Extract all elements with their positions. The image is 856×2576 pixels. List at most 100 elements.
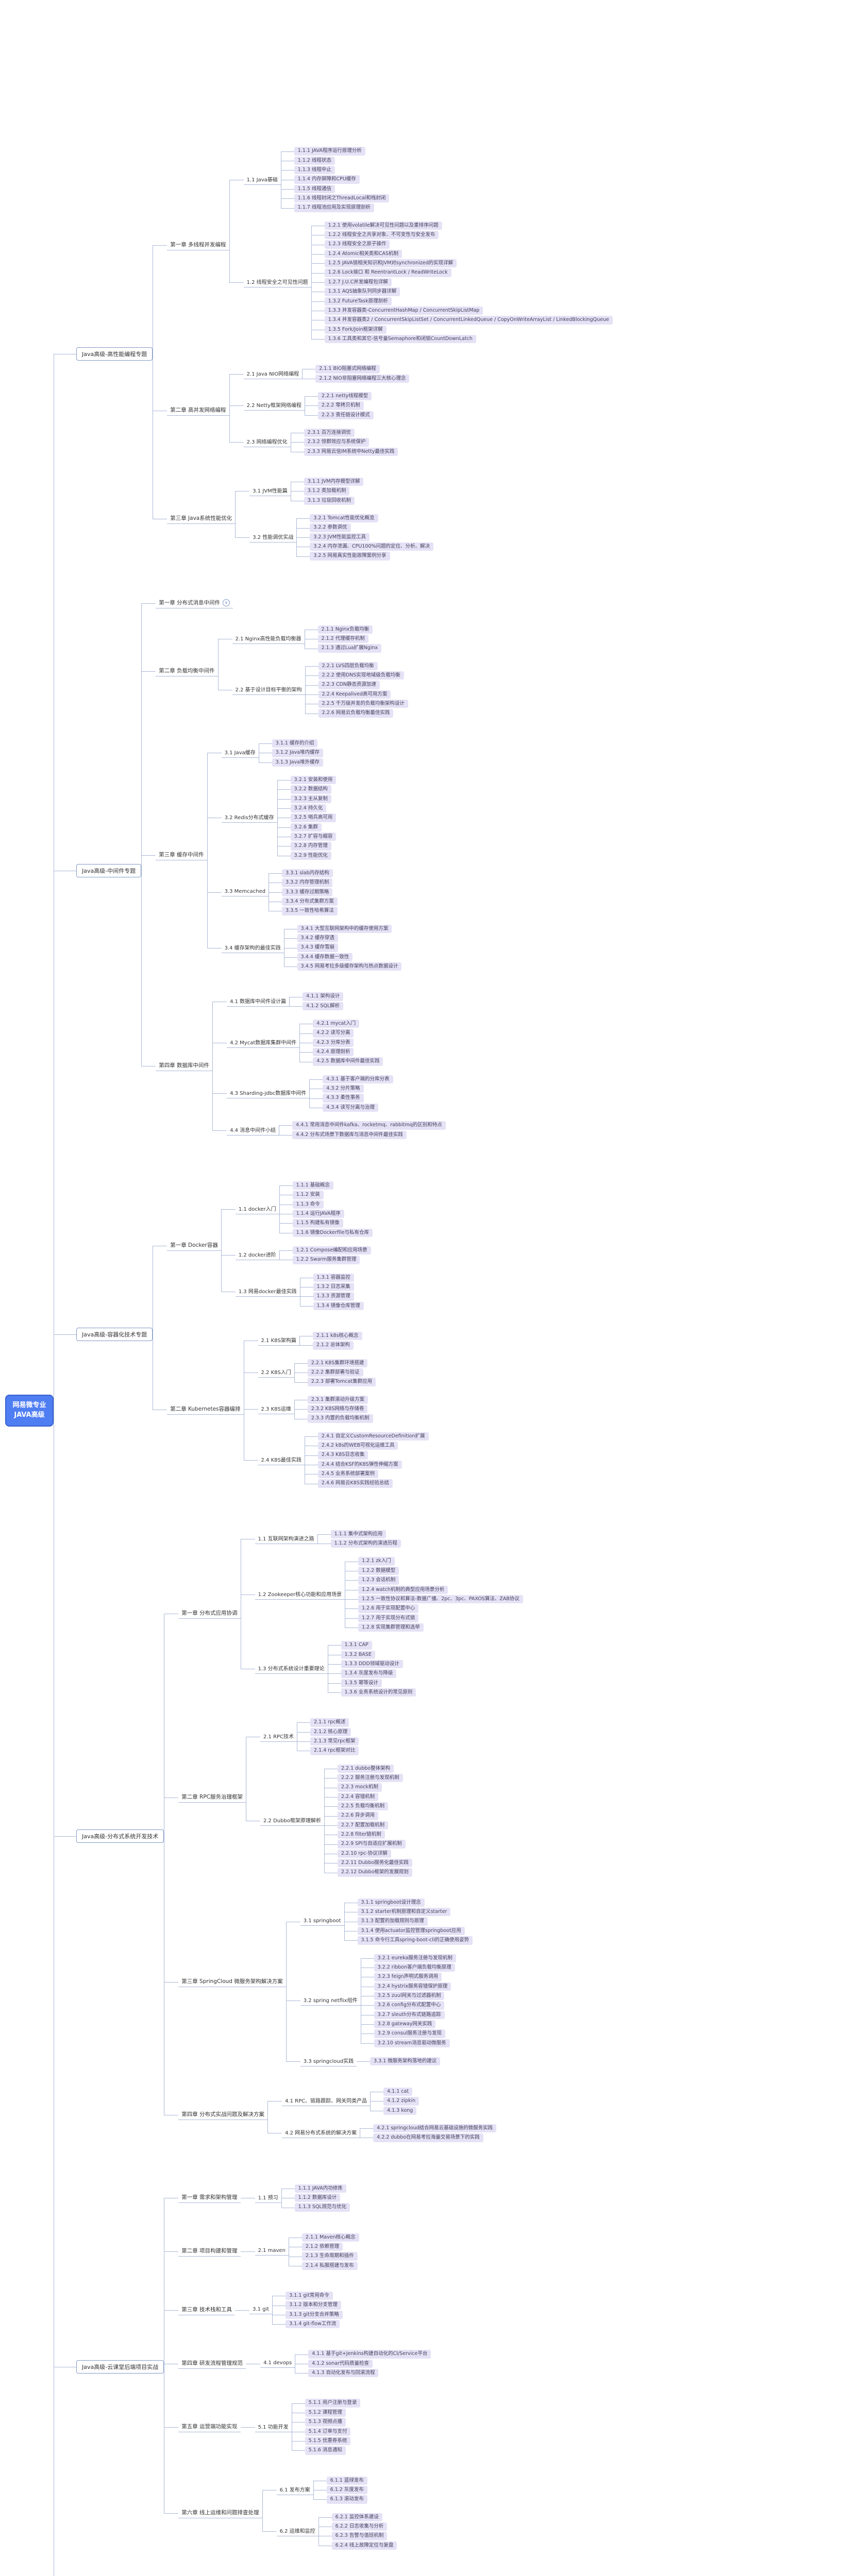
sub-topic[interactable]: 2.1 K8S架构篇 <box>258 1335 299 1346</box>
leaf-topic[interactable]: 2.2.10 rpc-协议详解 <box>337 1849 391 1858</box>
sub-topic[interactable]: 第四章 研发流程管理规范 <box>178 2359 246 2369</box>
branch-topic[interactable]: Java高级-中间件专题 <box>76 864 142 878</box>
leaf-topic[interactable]: 3.2.6 config分布式配置中心 <box>374 2001 445 2010</box>
leaf-topic[interactable]: 3.1.3 垃圾回收机制 <box>304 496 355 505</box>
sub-topic[interactable]: 1.1 docker入门 <box>235 1204 279 1214</box>
sub-topic[interactable]: 2.2 Netty框架网络编程 <box>243 400 305 411</box>
leaf-topic[interactable]: 1.1.6 线程封闭之ThreadLocal和栈封闭 <box>294 194 390 203</box>
sub-topic[interactable]: 第五章 运营端功能实现 <box>178 2422 241 2432</box>
leaf-topic[interactable]: 3.3.5 一致性哈希算法 <box>282 907 338 916</box>
leaf-topic[interactable]: 6.1.2 灰度发布 <box>326 2485 367 2495</box>
leaf-topic[interactable]: 1.1.1 集中式架构应用 <box>330 1530 387 1539</box>
leaf-topic[interactable]: 3.4.5 网易考拉多级缓存架构与热点数据设计 <box>297 962 402 971</box>
sub-topic[interactable]: 2.2 基于设计目标平衡的架构 <box>232 685 305 695</box>
leaf-topic[interactable]: 2.2.3 mock机制 <box>337 1783 382 1792</box>
leaf-topic[interactable]: 3.4.3 缓存雪崩 <box>297 943 338 952</box>
leaf-topic[interactable]: 1.2.7 J.U.C并发编程包详解 <box>324 278 392 287</box>
leaf-topic[interactable]: 2.4.3 K8S日志收集 <box>317 1451 368 1460</box>
leaf-topic[interactable]: 2.1.3 通过Lua扩展Nginx <box>317 644 382 653</box>
leaf-topic[interactable]: 2.2.11 Dubbo服务化最佳实践 <box>337 1859 412 1868</box>
leaf-topic[interactable]: 4.4.2 分布式场景下数据库与消息中间件最佳实践 <box>292 1130 407 1139</box>
leaf-topic[interactable]: 3.2.2 数据结构 <box>290 785 331 794</box>
leaf-topic[interactable]: 1.2.5 JAVA锁相关知识和JVM对synchronized的实现详解 <box>324 259 457 268</box>
sub-topic[interactable]: 3.2 spring netflix组件 <box>300 1995 361 2006</box>
leaf-topic[interactable]: 6.2.1 监控体系建设 <box>331 2513 382 2521</box>
sub-topic[interactable]: 4.1 数据库中间件设计篇 <box>227 996 290 1007</box>
leaf-topic[interactable]: 1.1.2 数据库设计 <box>294 2194 341 2202</box>
leaf-topic[interactable]: 1.1.2 安装 <box>292 1191 324 1199</box>
leaf-topic[interactable]: 3.1.3 配置的加载规则与原理 <box>357 1917 428 1926</box>
sub-topic[interactable]: 1.3 网易docker最佳实践 <box>235 1286 300 1297</box>
sub-topic[interactable]: 5.1 功能开发 <box>255 2422 292 2432</box>
leaf-topic[interactable]: 5.1.3 视频点播 <box>305 2418 346 2427</box>
leaf-topic[interactable]: 5.1.2 课程管理 <box>305 2408 346 2417</box>
leaf-topic[interactable]: 1.3.1 容器监控 <box>313 1273 354 1282</box>
leaf-topic[interactable]: 1.1.4 运行JAVA程序 <box>292 1209 344 1218</box>
leaf-topic[interactable]: 2.1.2 总体架构 <box>312 1341 354 1350</box>
leaf-topic[interactable]: 3.1.3 Java堆外缓存 <box>272 758 324 767</box>
leaf-topic[interactable]: 1.2.2 数据模型 <box>358 1566 399 1575</box>
leaf-topic[interactable]: 2.3.1 集群滚动升级方案 <box>307 1395 368 1404</box>
leaf-topic[interactable]: 1.2.5 一致性协议和算法-数据广播、2pc、3pc、PAXOS算法、ZAB协… <box>358 1595 523 1604</box>
leaf-topic[interactable]: 3.1.2 版本和分支管理 <box>286 2301 341 2310</box>
sub-topic[interactable]: 4.2 Mycat数据库集群中间件 <box>227 1038 300 1048</box>
leaf-topic[interactable]: 2.3.3 网易云信IM系统中Netty最佳实践 <box>304 447 398 456</box>
leaf-topic[interactable]: 1.3.2 FutureTask原理剖析 <box>324 297 392 306</box>
leaf-topic[interactable]: 4.3.4 读写分离与治理 <box>323 1103 378 1112</box>
sub-topic[interactable]: 3.3 springcloud实践 <box>300 2056 357 2066</box>
leaf-topic[interactable]: 3.2.3 feign声明式服务调用 <box>374 1973 442 1981</box>
sub-topic[interactable]: 3.4 缓存架构的最佳实践 <box>221 943 284 953</box>
leaf-topic[interactable]: 3.2.5 哨兵高可用 <box>290 814 337 822</box>
sub-topic[interactable]: 第二章 Kubernetes容器编排 <box>167 1404 244 1415</box>
leaf-topic[interactable]: 3.3.4 分布式集群方案 <box>282 897 338 906</box>
leaf-topic[interactable]: 3.2.1 eureka服务注册与发现机制 <box>374 1954 456 1962</box>
leaf-topic[interactable]: 1.2.4 Atomic相关类和CAS机制 <box>324 249 402 259</box>
leaf-topic[interactable]: 5.1.6 消息通知 <box>305 2446 346 2455</box>
leaf-topic[interactable]: 1.3.6 工具类和其它-信号量Semaphore和闭锁CountDownLat… <box>324 334 476 344</box>
leaf-topic[interactable]: 4.1.3 自动化发布与回滚流程 <box>308 2369 379 2378</box>
sub-topic[interactable]: 第二章 负载均衡中间件 <box>156 666 218 677</box>
leaf-topic[interactable]: 3.2.1 安装和使用 <box>290 775 337 785</box>
leaf-topic[interactable]: 3.2.5 网易真实性能故障案例分享 <box>310 552 390 561</box>
leaf-topic[interactable]: 5.1.4 订单与支付 <box>305 2427 351 2436</box>
leaf-topic[interactable]: 3.3.1 slab内存结构 <box>282 869 333 878</box>
leaf-topic[interactable]: 3.3.2 内存管理机制 <box>282 878 333 887</box>
leaf-topic[interactable]: 2.1.3 生命周期和插件 <box>301 2252 358 2261</box>
leaf-topic[interactable]: 1.1.4 内存屏障和CPU缓存 <box>294 175 360 184</box>
sub-topic[interactable]: 第三章 SpringCloud 微服务架构解决方案 <box>178 1977 286 1988</box>
sub-topic[interactable]: 第三章 技术栈和工具 <box>178 2305 236 2315</box>
leaf-topic[interactable]: 4.1.2 zipkin <box>383 2097 419 2106</box>
leaf-topic[interactable]: 1.2.2 Swarm服务集群管理 <box>292 1256 360 1264</box>
leaf-topic[interactable]: 6.2.2 日志收集与分析 <box>331 2522 388 2531</box>
sub-topic[interactable]: 4.3 Sharding-jdbc数据库中间件 <box>227 1088 310 1099</box>
leaf-topic[interactable]: 3.2.10 stream消息驱动微服务 <box>374 2039 450 2047</box>
leaf-topic[interactable]: 2.1.1 BIO阻塞式网络编程 <box>315 365 380 374</box>
leaf-topic[interactable]: 3.1.1 缓存的介绍 <box>272 739 318 748</box>
leaf-topic[interactable]: 1.3.4 并发容器类2 / ConcurrentSkipListSet / C… <box>324 316 613 325</box>
leaf-topic[interactable]: 1.3.6 业务系统设计的常见原则 <box>341 1688 416 1697</box>
sub-topic[interactable]: 第一章 多线程并发编程 <box>167 240 229 250</box>
leaf-topic[interactable]: 1.2.3 会话机制 <box>358 1576 399 1585</box>
leaf-topic[interactable]: 2.2.4 Keepalived高可用方案 <box>318 690 391 699</box>
sub-topic[interactable]: 1.1 互联网架构演进之路 <box>255 1534 317 1545</box>
sub-topic[interactable]: 2.1 maven <box>255 2247 289 2256</box>
leaf-topic[interactable]: 2.2.3 部署Tomcat集群应用 <box>307 1378 376 1386</box>
leaf-topic[interactable]: 3.2.9 性能优化 <box>290 851 331 860</box>
sub-topic[interactable]: 第一章 分布式应用协调 <box>178 1608 241 1619</box>
leaf-topic[interactable]: 2.2.5 负载均衡机制 <box>337 1802 389 1811</box>
sub-topic[interactable]: 6.1 发布方案 <box>276 2485 313 2496</box>
leaf-topic[interactable]: 2.2.4 容错机制 <box>337 1792 379 1802</box>
leaf-topic[interactable]: 3.4.4 缓存数据一致性 <box>297 953 353 962</box>
sub-topic[interactable]: 第三章 缓存中间件 <box>156 850 207 860</box>
leaf-topic[interactable]: 1.1.1 基础概念 <box>292 1181 333 1190</box>
sub-topic[interactable]: 3.1 Java缓存 <box>221 748 259 758</box>
leaf-topic[interactable]: 2.1.3 常见rpc框架 <box>310 1737 359 1746</box>
leaf-topic[interactable]: 3.2.9 consul服务注册与发现 <box>374 2029 445 2038</box>
leaf-topic[interactable]: 1.1.3 命令 <box>292 1200 324 1209</box>
leaf-topic[interactable]: 3.1.2 类加载机制 <box>304 487 350 496</box>
sub-topic[interactable]: 3.3 Memcached <box>221 888 269 896</box>
leaf-topic[interactable]: 2.1.1 k8s核心概念 <box>312 1331 362 1341</box>
sub-topic[interactable]: 3.1 springboot <box>300 1918 344 1926</box>
leaf-topic[interactable]: 3.4.2 缓存穿透 <box>297 934 338 943</box>
sub-topic[interactable]: 1.1 预习 <box>255 2193 281 2204</box>
